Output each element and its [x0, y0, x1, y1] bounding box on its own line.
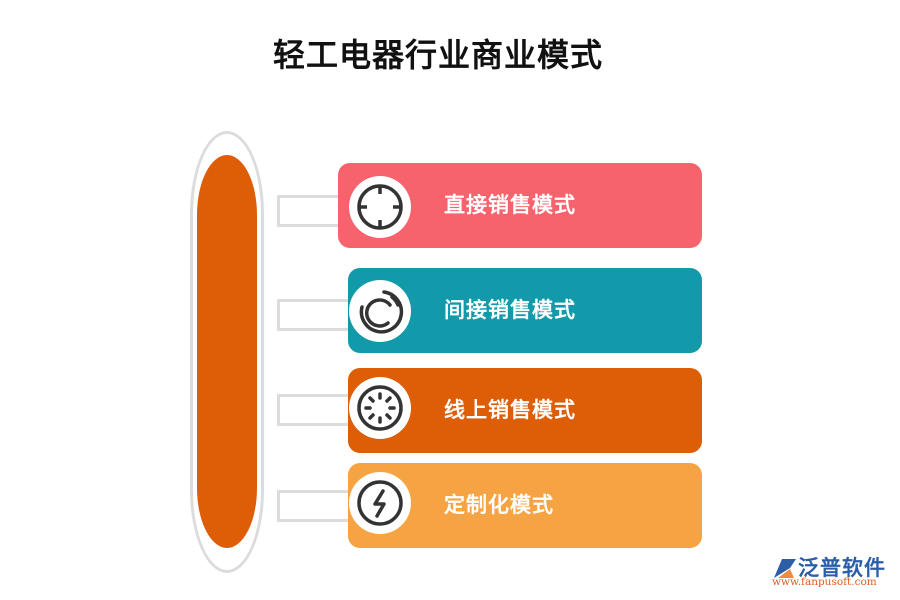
connector [277, 299, 357, 331]
fanpu-logo-icon [774, 559, 796, 578]
card-label: 直接销售模式 [444, 193, 576, 217]
crosshair-icon [357, 184, 403, 230]
connector [277, 490, 357, 522]
icon-badge [349, 280, 411, 342]
card-label: 线上销售模式 [444, 398, 576, 422]
icon-badge [349, 176, 411, 238]
timeline-pill [197, 155, 257, 548]
icon-badge [349, 377, 411, 439]
logo-name: 泛普软件 [798, 556, 886, 580]
card-label: 间接销售模式 [444, 298, 576, 322]
brand-logo: 泛普软件 www.fanpusoft.com [768, 554, 894, 594]
spiral-loading-icon [359, 290, 404, 334]
card-label: 定制化模式 [444, 493, 554, 517]
lightning-icon [357, 480, 403, 526]
logo-url: www.fanpusoft.com [772, 576, 877, 588]
connector [277, 394, 357, 426]
page-title: 轻工电器行业商业模式 [272, 36, 603, 74]
icon-badge [349, 472, 411, 534]
spinner-icon [357, 385, 403, 431]
